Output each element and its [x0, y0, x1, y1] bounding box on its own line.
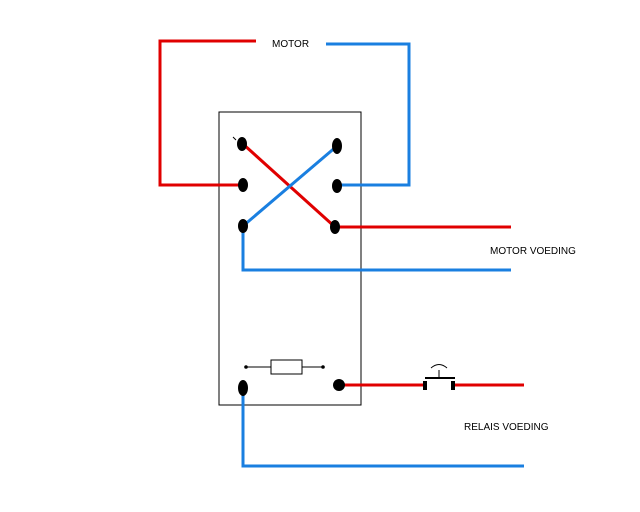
terminal-coil-left [238, 380, 248, 396]
motor-label: MOTOR [272, 39, 309, 50]
terminal-top-right [332, 138, 342, 154]
coil-resistor [244, 359, 325, 375]
terminal-coil-right [333, 379, 345, 391]
relay-supply-label: RELAIS VOEDING [464, 422, 549, 433]
terminal-mid-right [332, 179, 342, 193]
blue-cross-wire [242, 144, 338, 228]
terminal-mark [232, 136, 237, 141]
motor-blue-wire [326, 42, 411, 187]
terminal-low-right [330, 220, 340, 234]
terminal-low-left [238, 219, 248, 233]
motor-red-wire [158, 39, 256, 187]
motor-supply-blue-wire [241, 226, 511, 272]
terminal-mid-left [238, 178, 248, 192]
terminal-top-left [237, 137, 247, 151]
motor-supply-label: MOTOR VOEDING [490, 246, 576, 257]
relay-supply-blue-wire [241, 388, 524, 468]
push-button-switch [423, 364, 455, 390]
